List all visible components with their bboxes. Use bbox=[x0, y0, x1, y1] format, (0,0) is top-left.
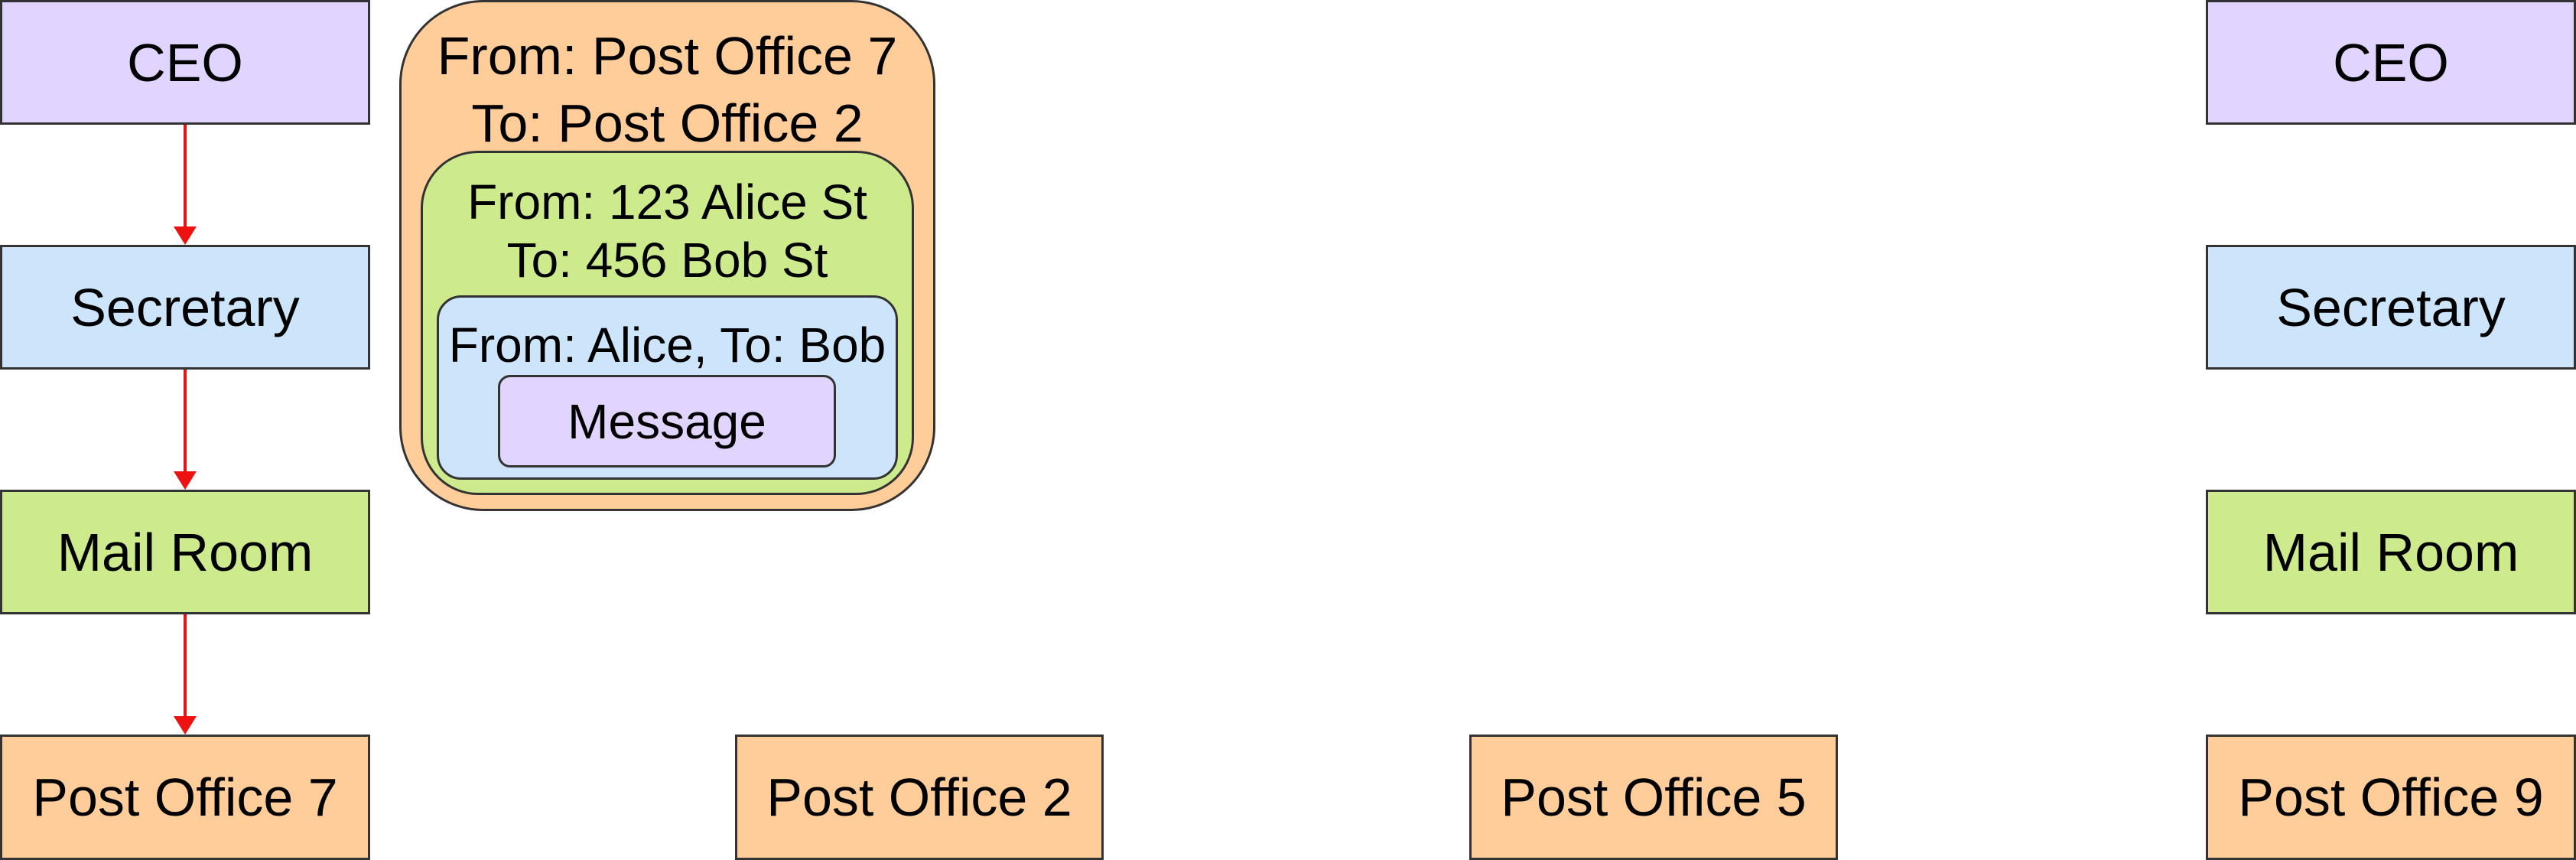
envelope-outer-from: From: Post Office 7 bbox=[437, 26, 898, 86]
message-box: Message bbox=[498, 375, 836, 467]
mail-room-box-left: Mail Room bbox=[0, 490, 370, 614]
arrow-secretary-to-mail-room bbox=[174, 370, 197, 490]
envelope-address-from: From: 123 Alice St bbox=[467, 174, 867, 230]
envelope-names-text: From: Alice, To: Bob bbox=[448, 318, 886, 373]
post-office-2-box: Post Office 2 bbox=[735, 735, 1104, 860]
mail-room-box-right: Mail Room bbox=[2206, 490, 2576, 614]
post-office-5-box: Post Office 5 bbox=[1469, 735, 1838, 860]
ceo-box-left: CEO bbox=[0, 0, 370, 125]
secretary-box-left: Secretary bbox=[0, 245, 370, 370]
arrow-mail-room-to-post-office bbox=[174, 614, 197, 735]
ceo-box-right: CEO bbox=[2206, 0, 2576, 125]
post-office-9-box: Post Office 9 bbox=[2206, 735, 2576, 860]
envelope-address-to: To: 456 Bob St bbox=[506, 233, 828, 288]
arrow-ceo-to-secretary bbox=[174, 125, 197, 245]
envelope-outer-to: To: Post Office 2 bbox=[471, 93, 864, 153]
post-office-7-box: Post Office 7 bbox=[0, 735, 370, 860]
secretary-box-right: Secretary bbox=[2206, 245, 2576, 370]
